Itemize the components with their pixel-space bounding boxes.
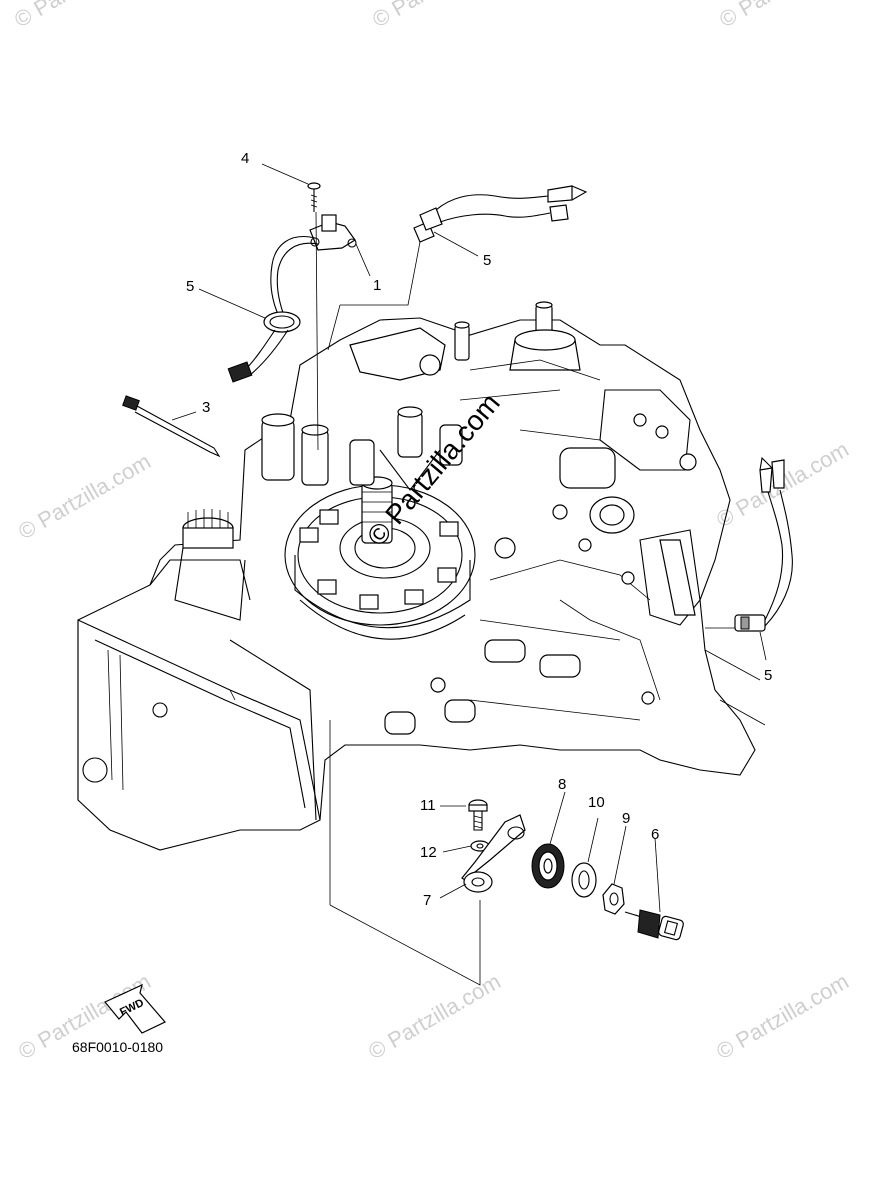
watermark-bottom-center: © Partzilla.com: [364, 969, 505, 1065]
part-11-bolt: [468, 799, 488, 831]
callout-6: 6: [651, 826, 659, 843]
callout-4: 5: [186, 278, 194, 295]
callouts: 4 1 5 3 5 5 6 7 8 9 10 11 12: [186, 150, 772, 909]
callout-1: 1: [373, 277, 381, 294]
callout-2: 3: [202, 399, 210, 416]
watermark-bottom-right: © Partzilla.com: [712, 969, 853, 1065]
part-1-sensor-bracket: [270, 214, 357, 326]
callout-7: 7: [423, 892, 431, 909]
callout-3: 4: [241, 150, 249, 167]
part-6-sender: [624, 909, 684, 941]
watermark-top-center: © Partzilla.com: [368, 0, 509, 32]
part-2-cable-tie: [122, 395, 221, 458]
part-9-nut: [602, 883, 625, 915]
watermark-center: © Partzilla.com: [361, 387, 506, 551]
callout-12: 12: [420, 844, 437, 861]
part-5-thermoswitch-upper: [413, 185, 588, 243]
watermark-top-right: © Partzilla.com: [715, 0, 856, 32]
callout-8: 8: [558, 776, 566, 793]
callout-11: 11: [420, 797, 436, 814]
engine-block-drawing: [77, 301, 766, 851]
part-4-clamp: [227, 311, 301, 383]
leader-lines: [171, 163, 767, 986]
callout-5-upper: 5: [483, 252, 491, 269]
part-8-grommet: [531, 843, 565, 889]
part-5-thermoswitch-right: [734, 456, 793, 632]
fwd-direction-marker: FWD: [104, 983, 166, 1034]
part-3-screw: [307, 182, 321, 212]
watermark-top-left: © Partzilla.com: [10, 0, 151, 32]
part-7-clamp-bracket: [461, 814, 526, 893]
part-10-washer: [571, 862, 597, 898]
watermark-mid-left: © Partzilla.com: [14, 449, 155, 545]
edge-watermarks: © Partzilla.com © Partzilla.com © Partzi…: [10, 0, 856, 1064]
callout-9: 9: [622, 810, 630, 827]
callout-10: 10: [588, 794, 605, 811]
callout-5-right: 5: [764, 667, 772, 684]
figure-code: 68F0010-0180: [72, 1039, 163, 1055]
